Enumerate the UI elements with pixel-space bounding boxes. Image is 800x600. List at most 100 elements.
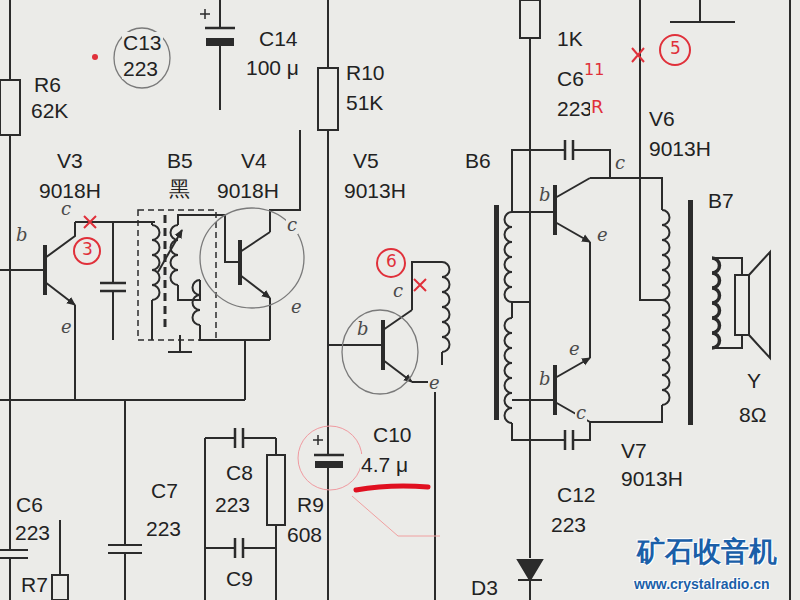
diode-symbol [518, 579, 542, 581]
red-mark [414, 279, 426, 291]
pin-letter: e [428, 374, 441, 392]
resistor-symbol [520, 0, 540, 38]
transistor-symbol [45, 282, 75, 305]
transformer-symbol [171, 225, 178, 285]
pencil-mark [342, 310, 418, 394]
transistor-symbol [555, 222, 590, 242]
pin-letter: e [60, 318, 73, 336]
callout-number: 6 [385, 253, 398, 270]
wire [412, 262, 442, 600]
transformer-symbol [152, 225, 160, 300]
diode-symbol [518, 560, 542, 580]
component-label: B6 [464, 150, 492, 171]
transistor-symbol [383, 360, 412, 382]
transformer-symbol [712, 258, 720, 348]
capacitor-symbol [100, 283, 126, 291]
capacitor-symbol [206, 38, 234, 46]
transformer-symbol [494, 205, 499, 420]
capacitor-symbol [200, 9, 323, 445]
component-label: 608 [286, 524, 323, 545]
component-label: 51K [345, 92, 384, 113]
component-label: 9018H [216, 180, 280, 201]
wire [75, 222, 155, 340]
transistor-symbol [45, 178, 590, 422]
wire [205, 438, 276, 600]
transistor-symbol [555, 358, 590, 378]
transformer-symbol [193, 280, 200, 325]
speaker-symbol [735, 275, 749, 335]
capacitor-symbol [100, 9, 573, 558]
watermark: 矿石收音机 [636, 538, 778, 566]
resistor-symbol [0, 0, 540, 600]
capacitor-symbol [205, 28, 344, 455]
wire [0, 545, 142, 558]
component-label: C10 [372, 424, 413, 445]
transformer-symbol [662, 210, 670, 405]
component-label: R10 [345, 62, 386, 83]
component-label: 223 [214, 494, 251, 515]
wire [512, 38, 590, 600]
transistor-symbol [240, 275, 270, 298]
component-label: 4.7 μ [360, 454, 409, 475]
pencil-mark [114, 28, 418, 394]
component-label: 1K [556, 28, 584, 49]
component-label: R6 [33, 74, 62, 95]
component-label: 9018H [38, 180, 102, 201]
component-label: C6 [15, 494, 44, 515]
transformer-symbol [688, 200, 693, 425]
transformer-symbol [138, 210, 216, 340]
callout-number: R [590, 98, 605, 116]
pin-letter: c [286, 216, 298, 234]
pin-letter: c [392, 282, 404, 300]
component-label: 9013H [620, 468, 684, 489]
pin-letter: b [538, 186, 552, 204]
transformer-symbol [164, 215, 167, 330]
pencil-mark [114, 28, 170, 88]
component-label: C13 [122, 32, 163, 53]
pin-letter: e [568, 340, 581, 358]
component-label: C7 [150, 480, 179, 501]
transformer-symbol [505, 212, 512, 302]
pencil-mark [200, 208, 304, 308]
component-label: 62K [30, 100, 69, 121]
diode-symbol [518, 560, 542, 580]
component-label: 8Ω [738, 404, 767, 425]
component-label: B7 [707, 190, 735, 211]
transistor-symbol [45, 185, 555, 415]
component-label: 9013H [343, 180, 407, 201]
pin-letter: b [356, 320, 370, 338]
component-label: C9 [225, 568, 254, 589]
capacitor-symbol [315, 461, 343, 468]
callout-number: 11 [583, 62, 605, 78]
red-mark [74, 35, 690, 536]
component-label: Y [746, 370, 762, 391]
component-label: 223 [556, 98, 593, 119]
speaker-symbol [735, 252, 770, 358]
red-mark [74, 238, 100, 264]
wire [219, 0, 221, 110]
component-label: C6 [556, 68, 585, 89]
red-mark [377, 249, 405, 277]
component-label: R7 [20, 574, 49, 595]
wire [0, 305, 245, 600]
component-label: V7 [620, 440, 648, 461]
wire [152, 130, 300, 352]
component-label: 223 [550, 514, 587, 535]
resistor-symbol [52, 575, 68, 600]
component-label: 223 [14, 522, 51, 543]
callout-number: 3 [81, 241, 94, 258]
pin-letter: e [290, 298, 303, 316]
component-label: V5 [352, 150, 380, 171]
transformer-symbol [442, 262, 450, 352]
component-label: 9013H [648, 138, 712, 159]
transformer-symbol [158, 230, 182, 272]
speaker-symbol [749, 252, 770, 358]
capacitor-symbol [565, 140, 573, 450]
resistor-symbol [0, 80, 20, 135]
pin-letter: b [538, 370, 552, 388]
component-label: 100 μ [245, 57, 300, 78]
wire [178, 215, 270, 340]
component-label: C12 [556, 484, 597, 505]
